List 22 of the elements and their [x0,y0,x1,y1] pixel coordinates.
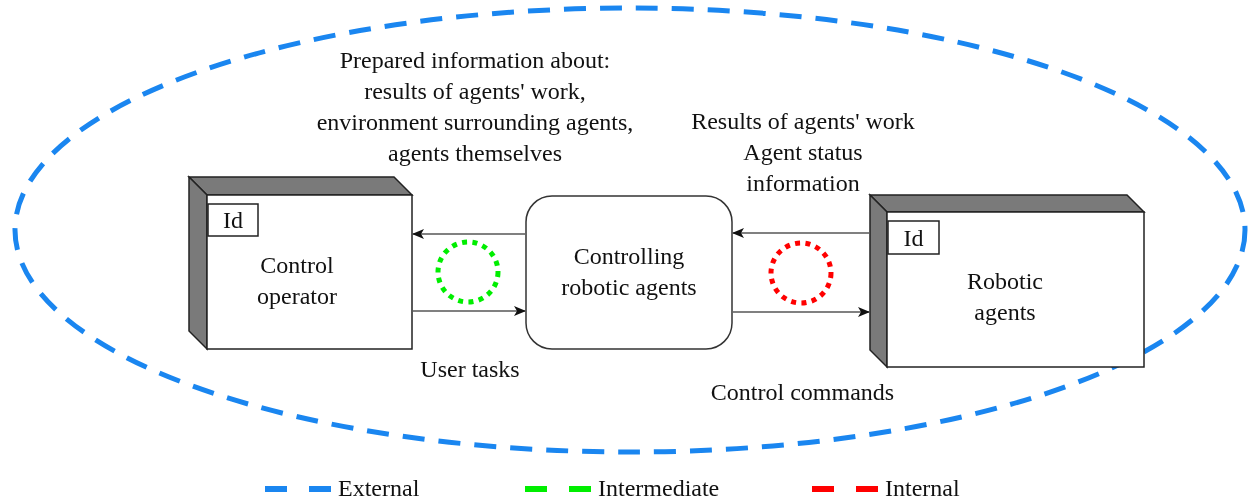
edge-label: Prepared information about: results of agents' work, environment surrounding agents, agents themselves [315,46,635,168]
dashed-ellipse [12,5,1248,455]
legend-label: External [338,475,420,501]
node-label: Robotic agents [966,267,1044,327]
arrow [732,307,870,317]
node-label: Id [903,223,924,252]
edge-label: Control commands [709,378,896,407]
node-label: Controlling robotic agents [560,242,698,302]
node-label: Control operator [256,251,338,311]
arrow [412,306,526,316]
id-tag-box [207,203,259,237]
legend-label: Internal [885,475,960,501]
edge-label: Results of agents' work Agent status information [691,107,915,198]
dotted-circle [435,239,501,305]
legend-label: Intermediate [598,475,720,501]
edge-label: User tasks [419,355,521,384]
arrow [732,228,870,238]
rounded-box [525,195,733,350]
dotted-circle [768,240,834,306]
arrow [412,229,526,239]
id-tag-box [887,220,940,255]
node-label: Id [223,205,243,235]
